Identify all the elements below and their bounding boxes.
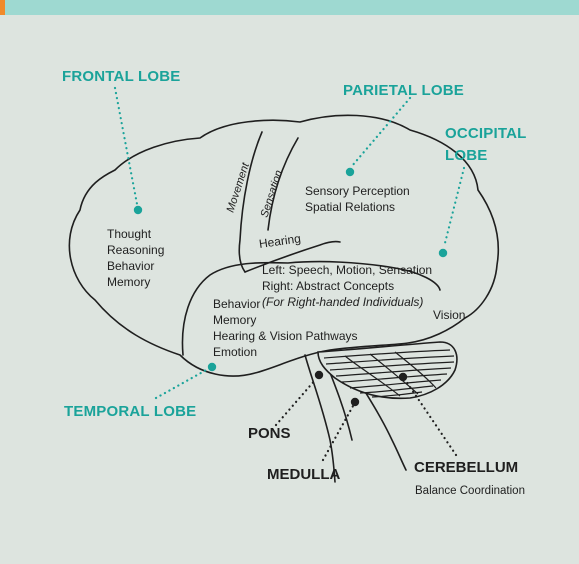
temporal-function: Hearing & Vision Pathways <box>213 328 358 344</box>
parietal-function: Spatial Relations <box>305 199 410 215</box>
parietal-leader <box>352 98 410 166</box>
frontal-function: Reasoning <box>107 242 164 258</box>
medulla-title: MEDULLA <box>267 466 340 485</box>
cerebellum-function: Balance Coordination <box>415 484 525 498</box>
temporal-function: Behavior <box>213 296 358 312</box>
central-sulcus <box>239 132 262 272</box>
temporal-function: Emotion <box>213 344 358 360</box>
occipital-function: Left: Speech, Motion, Sensation <box>262 262 432 278</box>
occipital-leader <box>444 168 464 247</box>
parietal-lobe-title: PARIETAL LOBE <box>343 82 464 101</box>
medulla-dot <box>351 398 359 406</box>
frontal-dot <box>134 206 142 214</box>
frontal-lobe-title: FRONTAL LOBE <box>62 68 181 87</box>
pons-title: PONS <box>248 425 291 444</box>
temporal-functions: Behavior Memory Hearing & Vision Pathway… <box>213 296 358 360</box>
parietal-functions: Sensory Perception Spatial Relations <box>305 183 410 215</box>
parietal-dot <box>346 168 354 176</box>
temporal-function: Memory <box>213 312 358 328</box>
vision-label: Vision <box>433 307 465 323</box>
temporal-lobe-title: TEMPORAL LOBE <box>64 403 196 422</box>
occipital-lobe-title-line2: LOBE <box>445 147 487 166</box>
pons-dot <box>315 371 323 379</box>
temporal-dot <box>208 363 216 371</box>
frontal-functions: Thought Reasoning Behavior Memory <box>107 226 164 290</box>
occipital-function: Right: Abstract Concepts <box>262 278 432 294</box>
frontal-function: Memory <box>107 274 164 290</box>
frontal-function: Behavior <box>107 258 164 274</box>
cerebellum-dot <box>399 373 407 381</box>
pons-leader <box>276 379 316 425</box>
parietal-function: Sensory Perception <box>305 183 410 199</box>
temporal-leader <box>156 369 208 398</box>
frontal-leader <box>115 88 137 204</box>
frontal-function: Thought <box>107 226 164 242</box>
occipital-lobe-title-line1: OCCIPITAL <box>445 125 527 144</box>
cerebellum-title: CEREBELLUM <box>414 459 518 478</box>
occipital-dot <box>439 249 447 257</box>
